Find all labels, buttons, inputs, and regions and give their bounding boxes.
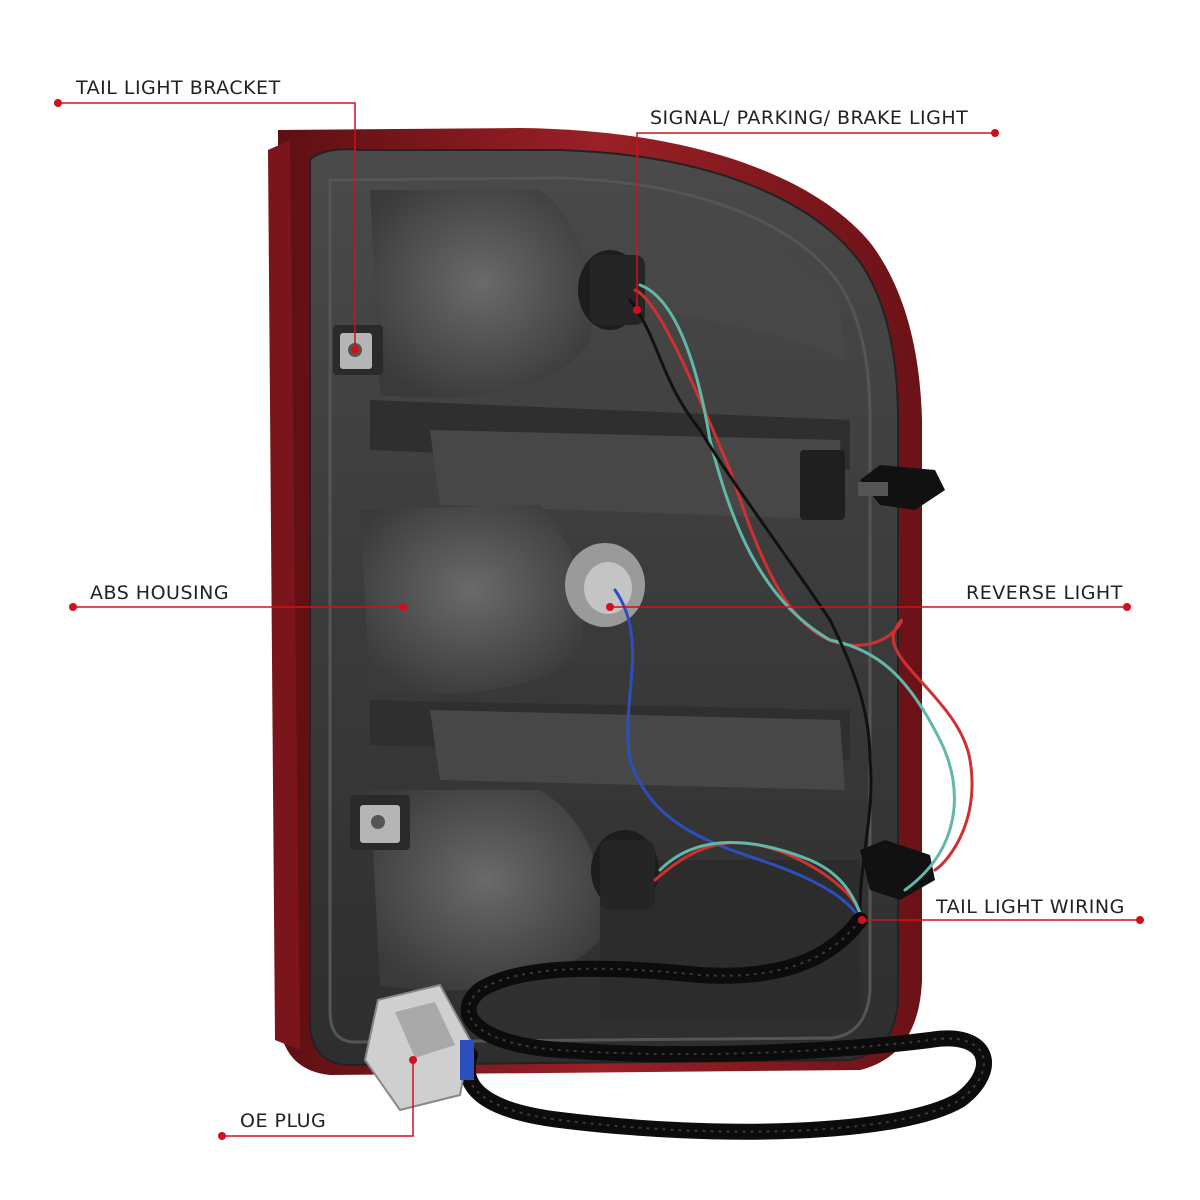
wire-red: [633, 288, 974, 872]
dot-reverse-light-target: [606, 603, 614, 611]
dot-tail-light-bracket-target: [351, 346, 359, 354]
oe-plug: [363, 983, 474, 1112]
callout-line-oe-plug: [222, 1060, 414, 1137]
label-oe-plug: OE PLUG: [240, 1110, 327, 1132]
callout-dots: [54, 99, 1144, 1140]
dot-reverse-light-end: [1123, 603, 1131, 611]
upper-diagonal-rib: [600, 200, 845, 360]
dot-oe-plug-target: [409, 1056, 417, 1064]
wire-teal: [638, 283, 956, 892]
harness-loom: [459, 912, 992, 1140]
tail-light-bracket-bottom: [350, 795, 410, 850]
label-abs-housing: ABS HOUSING: [90, 582, 230, 604]
dot-signal-end: [991, 129, 999, 137]
upper-mount-clip: [800, 450, 945, 520]
wire-black: [628, 298, 873, 912]
label-tail-light-bracket: TAIL LIGHT BRACKET: [76, 77, 281, 99]
label-signal-parking-brake-light: SIGNAL/ PARKING/ BRAKE LIGHT: [650, 107, 969, 129]
dot-tail-light-wiring-target: [858, 916, 866, 924]
lower-bulb-socket: [591, 830, 659, 910]
label-reverse-light: REVERSE LIGHT: [966, 582, 1123, 604]
lower-reflector-cup: [370, 790, 603, 991]
upper-bulb-socket: [578, 250, 645, 330]
label-tail-light-wiring: TAIL LIGHT WIRING: [936, 896, 1125, 918]
wire-blue: [613, 588, 862, 922]
wire-teal-lower: [658, 841, 864, 920]
callout-lines: [58, 102, 1140, 1137]
callout-line-signal: [636, 132, 995, 310]
dot-abs-housing-target: [399, 603, 407, 611]
rib-row-2-face: [430, 710, 845, 790]
dot-oe-plug-end: [218, 1132, 226, 1140]
dot-signal-target: [633, 306, 641, 314]
dot-abs-housing-end: [69, 603, 77, 611]
lens-side-edge: [268, 140, 300, 1050]
callout-line-tail-light-bracket: [58, 102, 356, 350]
dot-tail-light-bracket-end: [54, 99, 62, 107]
lower-mount-clip: [860, 840, 935, 900]
housing-inner-rim: [328, 176, 872, 1044]
reverse-bulb-socket: [565, 543, 645, 627]
tail-light-wiring: [613, 283, 974, 922]
rib-row-1-face: [430, 430, 845, 520]
upper-reflector-cup: [370, 190, 593, 398]
bottom-panel: [600, 860, 860, 1020]
middle-reflector-cup: [360, 505, 584, 694]
dot-tail-light-wiring-end: [1136, 916, 1144, 924]
